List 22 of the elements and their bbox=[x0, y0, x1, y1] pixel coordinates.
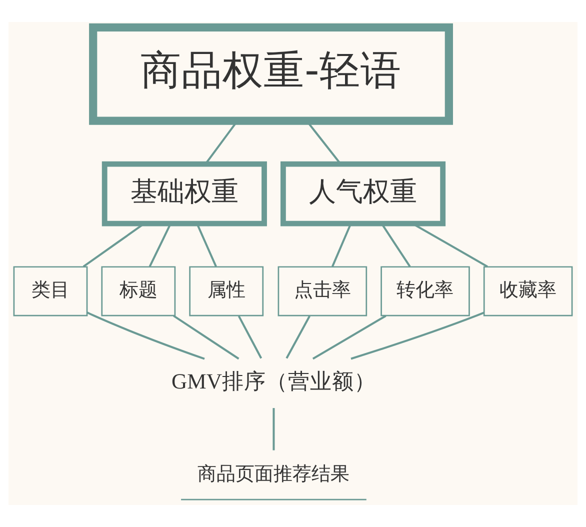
connector bbox=[238, 316, 262, 359]
connector bbox=[86, 312, 205, 360]
connector bbox=[272, 408, 275, 450]
node-box: 基础权重 bbox=[102, 161, 267, 226]
node-box: 标题 bbox=[101, 266, 176, 316]
connector bbox=[148, 223, 172, 268]
node-box: 类目 bbox=[13, 266, 88, 316]
connector bbox=[331, 223, 352, 267]
node-text: 商品页面推荐结果 bbox=[198, 463, 350, 486]
connector bbox=[286, 316, 311, 359]
connector bbox=[196, 223, 217, 267]
node-box: 收藏率 bbox=[483, 266, 573, 316]
connector bbox=[312, 314, 386, 360]
node-box: 属性 bbox=[189, 266, 264, 316]
node-box: 商品权重-轻语 bbox=[89, 23, 453, 125]
node-box: 点击率 bbox=[278, 266, 368, 316]
node-box: 人气权重 bbox=[280, 161, 446, 226]
node-text: GMV排序（营业额） bbox=[171, 369, 376, 394]
connector bbox=[173, 314, 240, 360]
connector bbox=[380, 223, 411, 268]
node-box: 转化率 bbox=[380, 266, 470, 316]
connector bbox=[350, 312, 484, 360]
